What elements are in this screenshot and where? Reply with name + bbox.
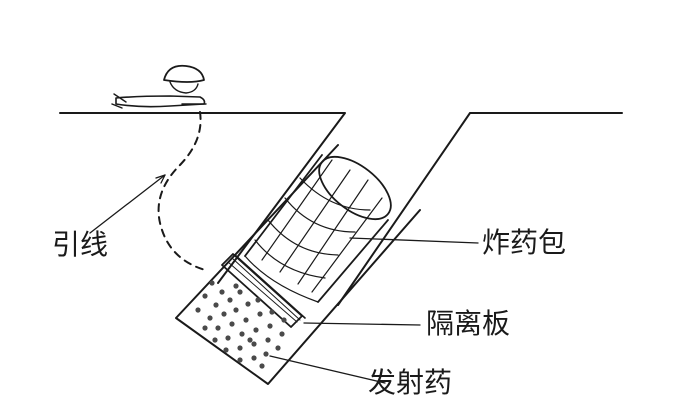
explosive-pack xyxy=(244,154,392,303)
separator-plate xyxy=(221,253,303,328)
launch-tube xyxy=(175,144,421,385)
label-explosive-pack: 炸药包 xyxy=(482,226,566,259)
leader-lines xyxy=(89,174,479,384)
ground-with-pit xyxy=(59,112,623,306)
fuse-line xyxy=(157,111,206,271)
label-separator-plate: 隔离板 xyxy=(426,307,510,340)
propellant-dots xyxy=(195,280,287,369)
label-propellant: 发射药 xyxy=(368,366,452,399)
label-fuse: 引线 xyxy=(52,228,108,261)
soldier-figure xyxy=(111,64,207,109)
